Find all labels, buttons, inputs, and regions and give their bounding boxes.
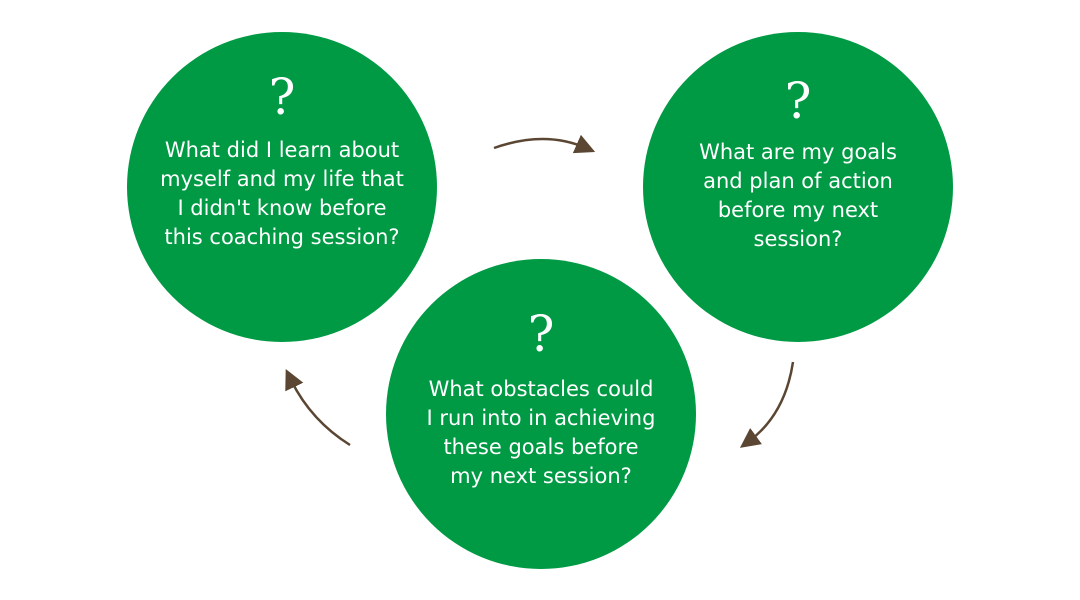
step-circle-reflection: ? What did I learn about myself and my l… <box>127 32 437 342</box>
question-mark-icon: ? <box>527 305 555 363</box>
step-text: What obstacles could I run into in achie… <box>426 377 656 488</box>
question-mark-icon: ? <box>784 72 812 130</box>
step-circle-goals: ? What are my goals and plan of action b… <box>643 32 953 342</box>
arrow-left <box>285 368 351 447</box>
step-circle-obstacles: ? What obstacles could I run into in ach… <box>386 259 696 569</box>
step-text: What are my goals and plan of action bef… <box>699 140 897 251</box>
question-mark-icon: ? <box>268 68 296 126</box>
step-text: What did I learn about myself and my lif… <box>160 138 404 249</box>
arrow-right <box>739 361 795 448</box>
arrow-top <box>493 134 596 154</box>
